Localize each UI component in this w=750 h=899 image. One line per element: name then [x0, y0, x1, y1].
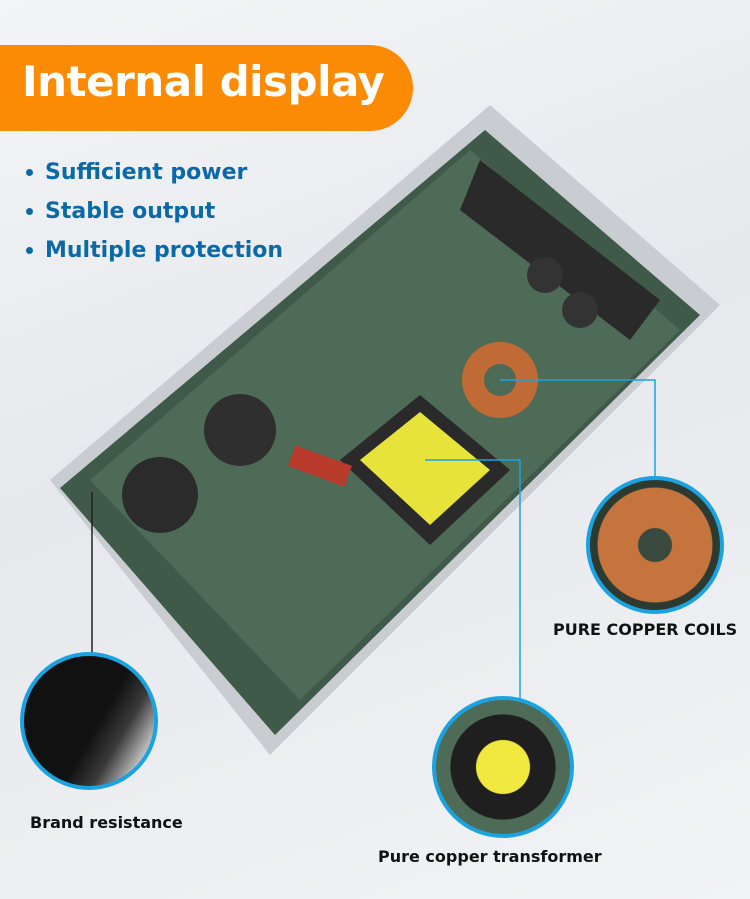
header-banner: Internal display — [0, 45, 413, 131]
coils-label: PURE COPPER COILS — [553, 620, 738, 639]
coil-closeup — [586, 476, 724, 614]
bullet-icon — [26, 208, 33, 215]
resistance-label: Brand resistance — [30, 813, 183, 832]
capacitor — [122, 457, 198, 533]
resistance-closeup — [20, 652, 158, 790]
bullet-icon — [26, 169, 33, 176]
feature-item: Stable output — [26, 192, 283, 231]
page-title: Internal display — [22, 57, 385, 106]
feature-list: Sufficient power Stable output Multiple … — [26, 153, 283, 270]
feature-item: Sufficient power — [26, 153, 283, 192]
bullet-icon — [26, 247, 33, 254]
terminal-block — [460, 160, 660, 340]
transformer-label: Pure copper transformer — [378, 847, 602, 866]
feature-item: Multiple protection — [26, 231, 283, 270]
transformer-closeup — [432, 696, 574, 838]
